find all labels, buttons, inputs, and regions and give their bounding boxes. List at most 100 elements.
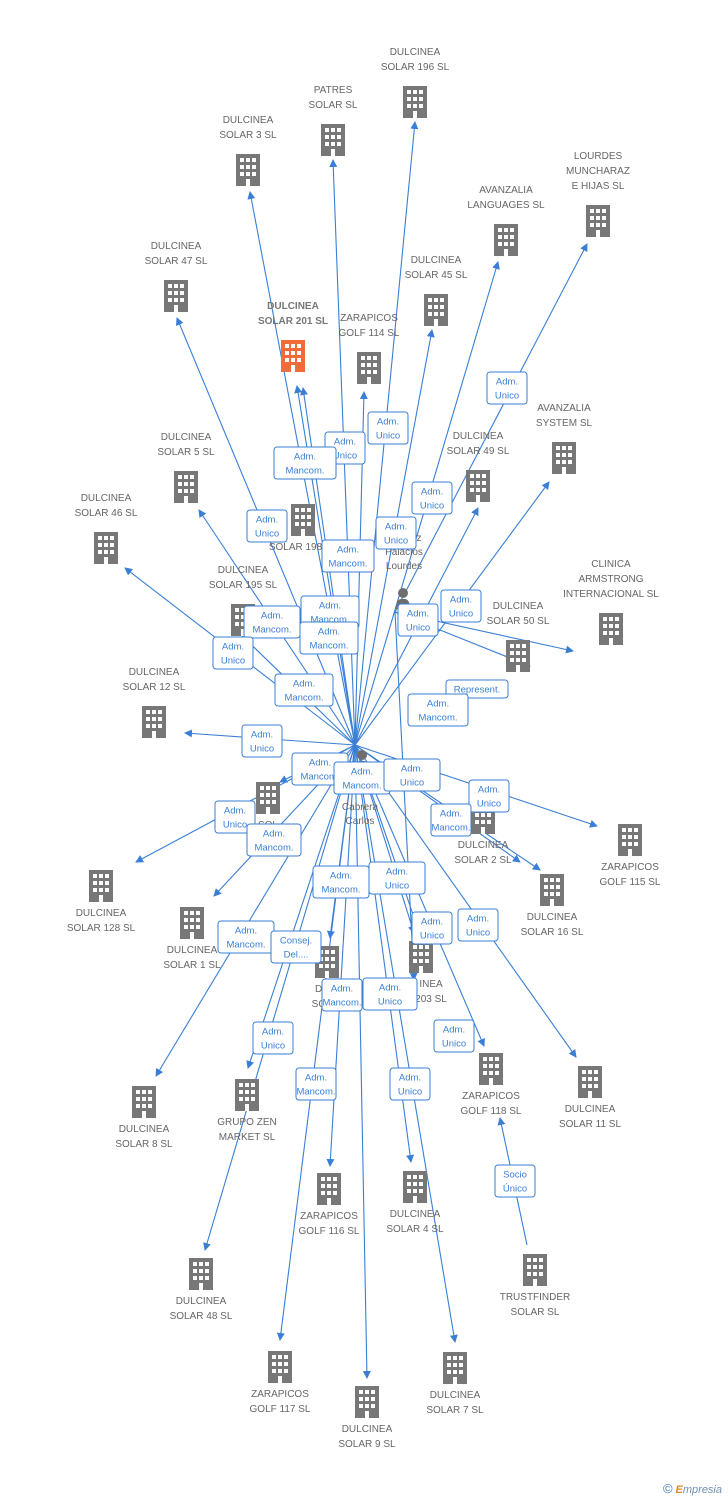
relation-label-r25[interactable]: Adm.Mancom.	[430, 803, 472, 837]
building-icon	[523, 1254, 547, 1286]
relation-label-r18[interactable]: Adm.Unico	[241, 724, 283, 758]
relation-label-r32[interactable]: Adm.Mancom.	[321, 978, 363, 1012]
relation-label-r30[interactable]: Consej.Del....	[270, 930, 322, 964]
relation-text-line: Adm.	[256, 515, 278, 526]
company-node-ds198[interactable]: SOLAR 198 SL	[269, 504, 338, 553]
company-label-line: ZARAPICOS	[462, 1091, 520, 1102]
relation-label-r31[interactable]: Adm.Unico	[457, 908, 499, 942]
relation-text-line: Adm.	[496, 377, 518, 388]
relation-label-r12[interactable]: Adm.Unico	[212, 636, 254, 670]
relation-text: Adm.Unico	[420, 917, 444, 942]
relation-text: Adm.Mancom.	[342, 767, 381, 792]
relation-label-r20[interactable]: Adm.Mancom.	[333, 761, 391, 795]
relation-label-r14[interactable]: Adm.Mancom.	[299, 621, 359, 655]
company-label-line: SOLAR 3 SL	[219, 130, 277, 141]
relation-label-r6[interactable]: Adm.Unico	[411, 481, 453, 515]
relation-label-r17[interactable]: Adm.Mancom.	[407, 693, 469, 727]
building-icon	[409, 941, 433, 973]
relation-label-r26[interactable]: Adm.Mancom.	[312, 865, 370, 899]
relation-label-r24[interactable]: Adm.Mancom.	[246, 823, 302, 857]
relation-text: Adm.Mancom.	[328, 545, 367, 570]
relation-label-r7[interactable]: Adm.Mancom.	[321, 539, 375, 573]
relation-text-line: Mancom.	[309, 641, 348, 652]
relation-label-r11[interactable]: Adm.Mancom.	[243, 605, 301, 639]
building-icon	[94, 532, 118, 564]
relation-label-r13[interactable]: Adm.Unico	[397, 603, 439, 637]
relation-text-line: Adm.	[293, 679, 315, 690]
company-label-line: DULCINEA	[430, 1390, 481, 1401]
relation-box	[368, 861, 426, 895]
relation-label-r4[interactable]: Adm.Mancom.	[273, 446, 337, 480]
company-label-line: GOLF 115 SL	[600, 877, 661, 888]
relation-label-r23[interactable]: Adm.Unico	[214, 800, 256, 834]
relation-text-line: Unico	[250, 744, 274, 755]
relation-label-r29[interactable]: Adm.Mancom.	[217, 920, 275, 954]
relation-label-r2[interactable]: Adm.Unico	[367, 411, 409, 445]
relation-label-r33[interactable]: Adm.Unico	[362, 977, 418, 1011]
company-label-line: DULCINEA	[76, 908, 127, 919]
relation-text: Adm.Mancom.	[431, 809, 470, 834]
relation-label-r35[interactable]: Adm.Unico	[433, 1019, 475, 1053]
relation-label-r27[interactable]: Adm.Unico	[368, 861, 426, 895]
relation-label-r34[interactable]: Adm.Unico	[252, 1021, 294, 1055]
relation-text-line: Adm.	[224, 806, 246, 817]
building-icon	[132, 1086, 156, 1118]
relation-text-line: Mancom.	[431, 823, 470, 834]
relation-label-r21[interactable]: Adm.Unico	[383, 758, 441, 792]
relation-label-r5[interactable]: Adm.Unico	[246, 509, 288, 543]
company-label-line: SOLAR 196 SL	[381, 62, 450, 73]
company-node-zg118[interactable]: ZARAPICOS GOLF 118 SL	[461, 1053, 522, 1117]
relation-label-r10[interactable]: Adm.Unico	[440, 589, 482, 623]
relation-text-line: Mancom.	[328, 559, 367, 570]
relation-label-r37[interactable]: Adm.Unico	[389, 1067, 431, 1101]
relation-label-r1[interactable]: Adm.Unico	[486, 371, 528, 405]
relation-text: Adm.Unico	[255, 515, 279, 540]
relation-label-r36[interactable]: Adm.Mancom.	[295, 1067, 337, 1101]
relation-label-r28[interactable]: Adm.Unico	[411, 911, 453, 945]
relation-text-line: Adm.	[443, 1025, 465, 1036]
relation-label-r8[interactable]: Adm.Unico	[375, 516, 417, 550]
relation-text-line: Represent.	[454, 685, 500, 696]
relation-label-r15[interactable]: Adm.Mancom.	[274, 673, 334, 707]
company-label-line: GOLF 118 SL	[461, 1106, 522, 1117]
relation-label-r22[interactable]: Adm.Unico	[468, 779, 510, 813]
